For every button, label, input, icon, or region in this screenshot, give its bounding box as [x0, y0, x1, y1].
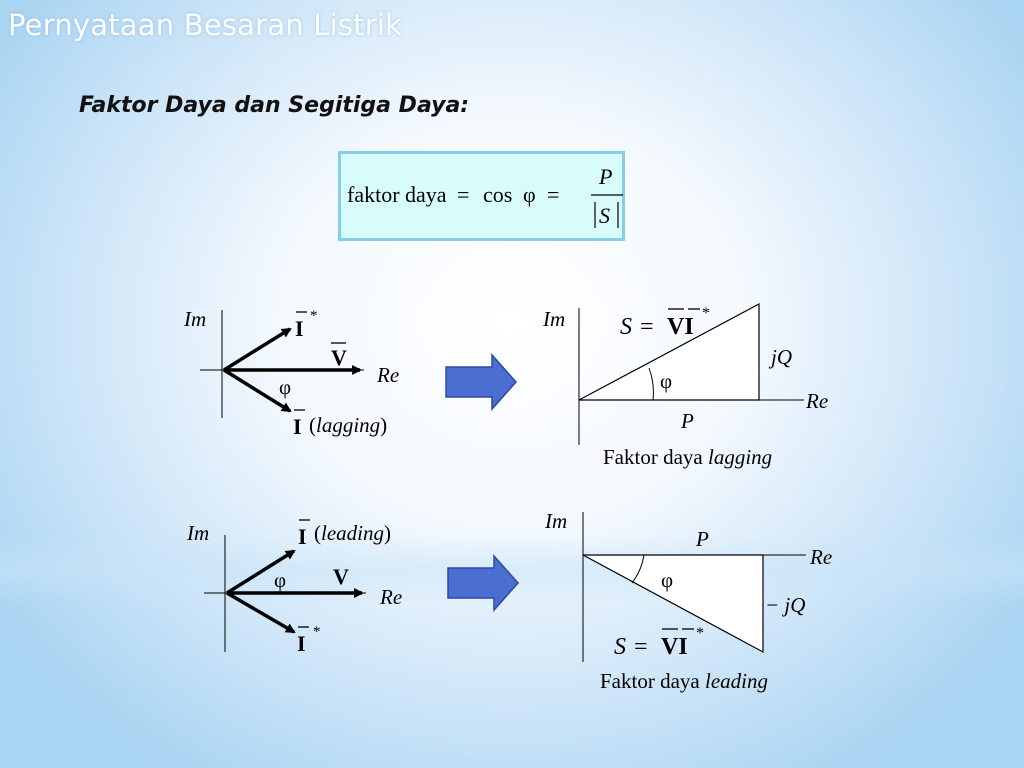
lagging-note: (lagging) [309, 413, 387, 437]
jq-label: jQ [768, 345, 792, 369]
phi-label: φ [661, 568, 673, 592]
lagging-caption: Faktor daya lagging [603, 445, 773, 469]
formula-cos: cos [483, 182, 512, 207]
conj-star: * [702, 305, 710, 322]
background-band [0, 535, 1024, 605]
conj-star: * [313, 624, 321, 640]
slide-title: Pernyataan Besaran Listrik [8, 8, 403, 42]
p-label: P [680, 409, 694, 433]
vi-label: VI [667, 314, 694, 340]
section-subtitle: Faktor Daya dan Segitiga Daya: [79, 93, 470, 118]
re-label: Re [805, 389, 828, 413]
formula-denominator: S [599, 203, 610, 228]
re-label: Re [379, 585, 402, 609]
leading-power-triangle: Im Re P φ − jQ S = VI * [544, 509, 832, 662]
conj-star: * [310, 308, 318, 324]
formula-equals-1: = [457, 182, 469, 207]
phi-arc [648, 367, 654, 401]
leading-caption: Faktor daya leading [600, 669, 768, 693]
phi-arc [631, 554, 645, 584]
v-label: V [331, 345, 347, 370]
leading-note: (leading) [314, 521, 391, 545]
i-label: I [298, 524, 307, 549]
equals-sign: = [640, 314, 654, 340]
i-conj-phasor [226, 591, 296, 634]
neg-jq-label: − jQ [765, 593, 805, 617]
phi-label: φ [279, 375, 291, 399]
right-arrow-icon [447, 554, 520, 612]
formula-phi: φ [523, 182, 536, 207]
i-conj-phasor [223, 327, 292, 372]
im-label: Im [544, 509, 567, 533]
phi-label: φ [274, 568, 286, 592]
power-triangle [578, 303, 760, 401]
right-arrow-icon [445, 353, 518, 411]
i-phasor [223, 368, 292, 413]
conj-star: * [696, 625, 704, 642]
lagging-power-triangle: Im Re S = VI * jQ φ P [542, 303, 828, 445]
equals-sign: = [634, 634, 648, 660]
phi-label: φ [660, 369, 672, 393]
s-label: S [620, 314, 632, 340]
im-label: Im [183, 307, 206, 331]
s-label: S [614, 634, 626, 660]
power-factor-formula-box: faktor daya = cos φ = P S [338, 151, 625, 241]
i-conj-label: I [295, 316, 304, 341]
i-label: I [293, 414, 302, 439]
i-phasor [226, 549, 296, 595]
power-triangle [582, 554, 764, 654]
power-factor-formula: faktor daya = cos φ = P S [347, 164, 623, 228]
lagging-phasor-diagram: Im Re I * V φ I (lagging) [183, 307, 399, 439]
p-label: P [695, 527, 709, 551]
vi-label: VI [661, 634, 688, 660]
re-label: Re [376, 363, 399, 387]
im-label: Im [186, 521, 209, 545]
re-label: Re [809, 545, 832, 569]
formula-numerator: P [598, 164, 612, 189]
formula-lhs: faktor daya [347, 182, 447, 207]
formula-equals-2: = [547, 182, 559, 207]
im-label: Im [542, 307, 565, 331]
i-conj-label: I [297, 631, 306, 656]
leading-phasor-diagram: Im Re I (leading) φ V I * [186, 519, 402, 656]
v-label: V [333, 564, 349, 589]
